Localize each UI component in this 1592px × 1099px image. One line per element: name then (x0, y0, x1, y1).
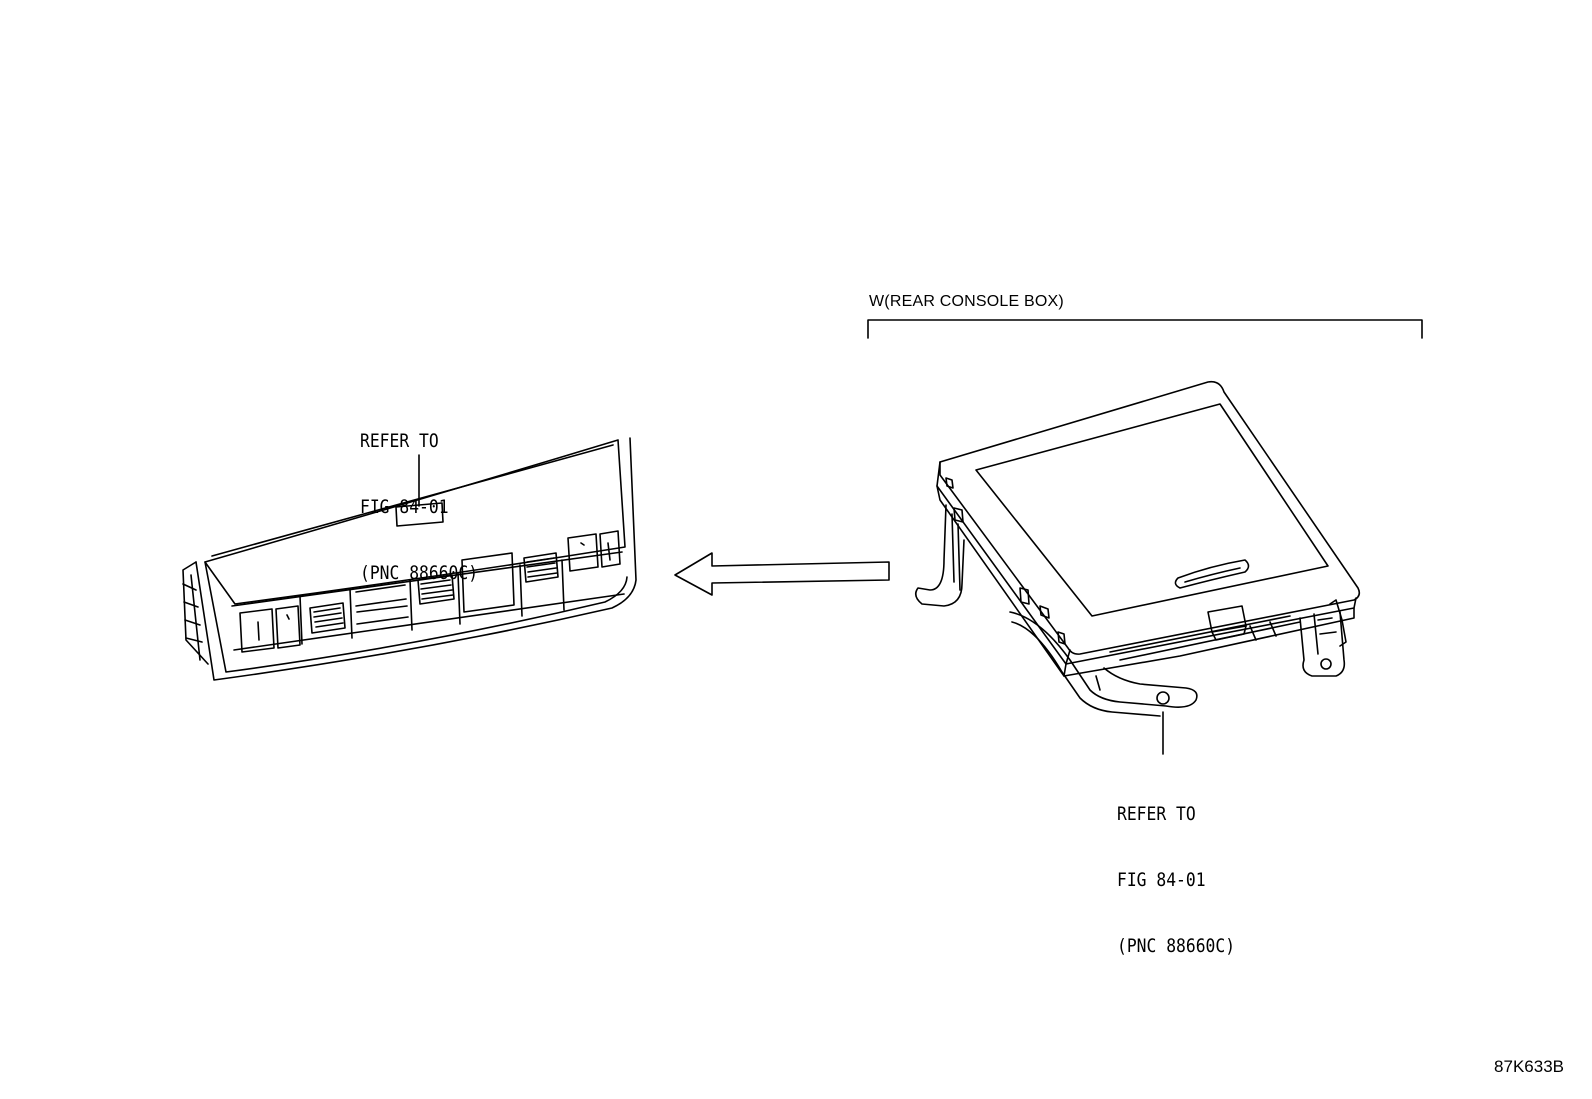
callout-line: REFER TO (1117, 803, 1196, 825)
direction-arrow (674, 552, 890, 596)
callout-switch-panel: REFER TO FIG 84-01 (PNC 88660C) (360, 386, 478, 606)
callout-display-unit: REFER TO FIG 84-01 (PNC 88660C) (1117, 759, 1235, 979)
figure-code: 87K633B (1494, 1057, 1564, 1076)
variant-label: W(REAR CONSOLE BOX) (869, 293, 1064, 310)
rear-console-switch-panel (182, 437, 637, 681)
rear-console-display-unit (914, 380, 1361, 755)
callout-line: REFER TO (360, 430, 439, 452)
callout-line: (PNC 88660C) (1117, 935, 1236, 957)
callout-line: (PNC 88660C) (360, 562, 479, 584)
callout-line: FIG 84-01 (360, 496, 449, 518)
callout-line: FIG 84-01 (1117, 869, 1206, 891)
variant-bracket (867, 319, 1423, 339)
